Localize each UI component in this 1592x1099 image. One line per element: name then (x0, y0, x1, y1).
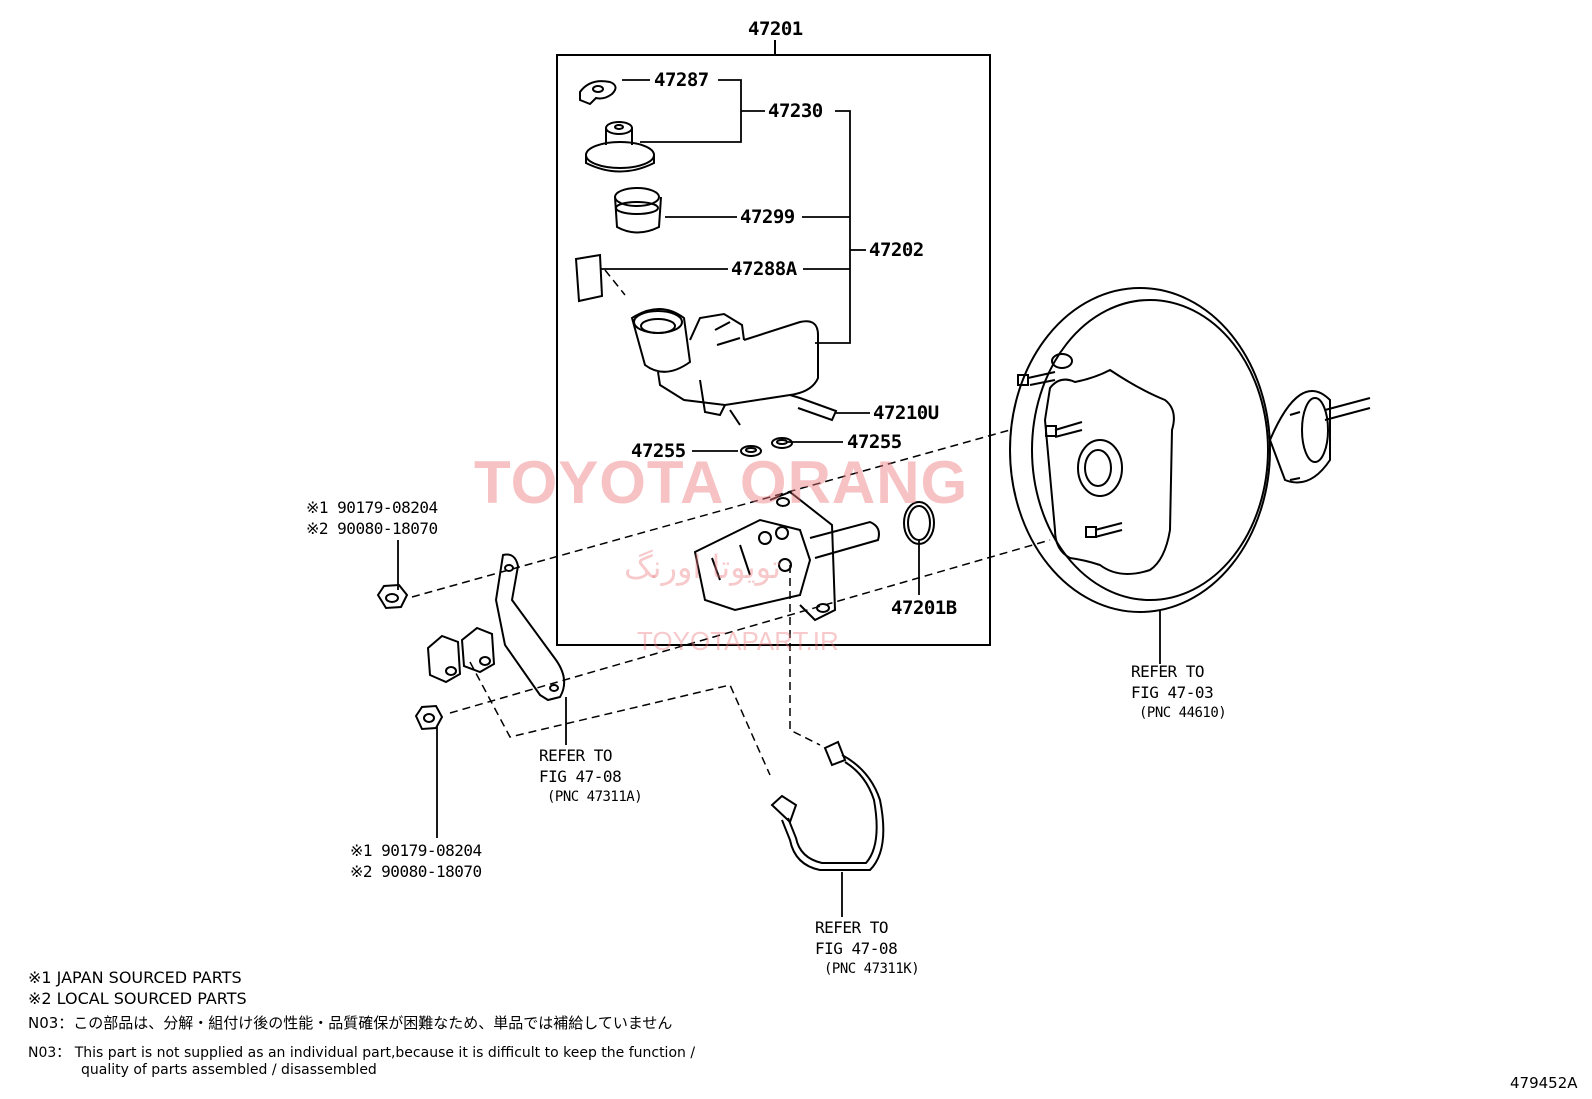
strainer (614, 187, 662, 234)
note-local-sourced: ※2 LOCAL SOURCED PARTS (28, 989, 247, 1008)
ref-bracket-line1: REFER TO (539, 746, 613, 765)
reservoir (630, 308, 838, 426)
clip-47287 (579, 80, 617, 106)
label-47255-left: 47255 (631, 440, 686, 462)
label-sticker (574, 253, 604, 303)
note-japan-sourced: ※1 JAPAN SOURCED PARTS (28, 968, 242, 987)
label-47299: 47299 (740, 206, 795, 228)
watermark-site: TOYOTAPART.IR (637, 626, 839, 656)
ref-booster-line3: (PNC 44610) (1139, 705, 1227, 721)
brake-tube (770, 740, 885, 871)
label-47201b: 47201B (891, 597, 957, 619)
ref-tube-line3: (PNC 47311K) (824, 961, 920, 977)
label-nut-bottom-1: ※1 90179-08204 (350, 841, 482, 860)
ref-bracket-line2: FIG 47-08 (539, 767, 622, 786)
grommets (740, 437, 793, 457)
spacers (426, 626, 496, 684)
nuts (376, 583, 444, 731)
ref-tube-line1: REFER TO (815, 918, 889, 937)
leader-lines (397, 79, 1161, 917)
ref-booster-line1: REFER TO (1131, 662, 1205, 681)
reservoir-cap (585, 121, 655, 173)
ref-booster-line2: FIG 47-03 (1131, 683, 1214, 702)
note-n03-english-2: quality of parts assembled / disassemble… (81, 1062, 377, 1078)
o-ring (903, 501, 935, 545)
watermark-persian: تویوتا اورنگ (624, 548, 782, 586)
label-47255-right: 47255 (847, 431, 902, 453)
label-47201: 47201 (748, 18, 803, 40)
ref-bracket-line3: (PNC 47311A) (547, 789, 643, 805)
label-47202: 47202 (869, 239, 924, 261)
note-n03-japanese: N03：この部品は、分解・組付け後の性能・品質確保が困難なため、単品では補給して… (28, 1014, 673, 1032)
diagram-id: 479452A (1510, 1074, 1578, 1092)
bracket (494, 553, 566, 702)
note-n03-english-1: N03： This part is not supplied as an ind… (28, 1045, 696, 1061)
label-47230: 47230 (768, 100, 823, 122)
label-47287: 47287 (654, 69, 709, 91)
label-nut-bottom-2: ※2 90080-18070 (350, 862, 482, 881)
master-cylinder (693, 490, 880, 622)
brake-booster (1009, 287, 1371, 613)
alignment-dashes (411, 269, 1051, 776)
watermark-brand: TOYOTA ORANG (474, 449, 969, 516)
label-47210u: 47210U (873, 402, 939, 424)
ref-tube-line2: FIG 47-08 (815, 939, 898, 958)
label-nut-top-2: ※2 90080-18070 (306, 519, 438, 538)
label-47288a: 47288A (731, 258, 797, 280)
assembly-box (556, 54, 991, 646)
label-nut-top-1: ※1 90179-08204 (306, 498, 438, 517)
